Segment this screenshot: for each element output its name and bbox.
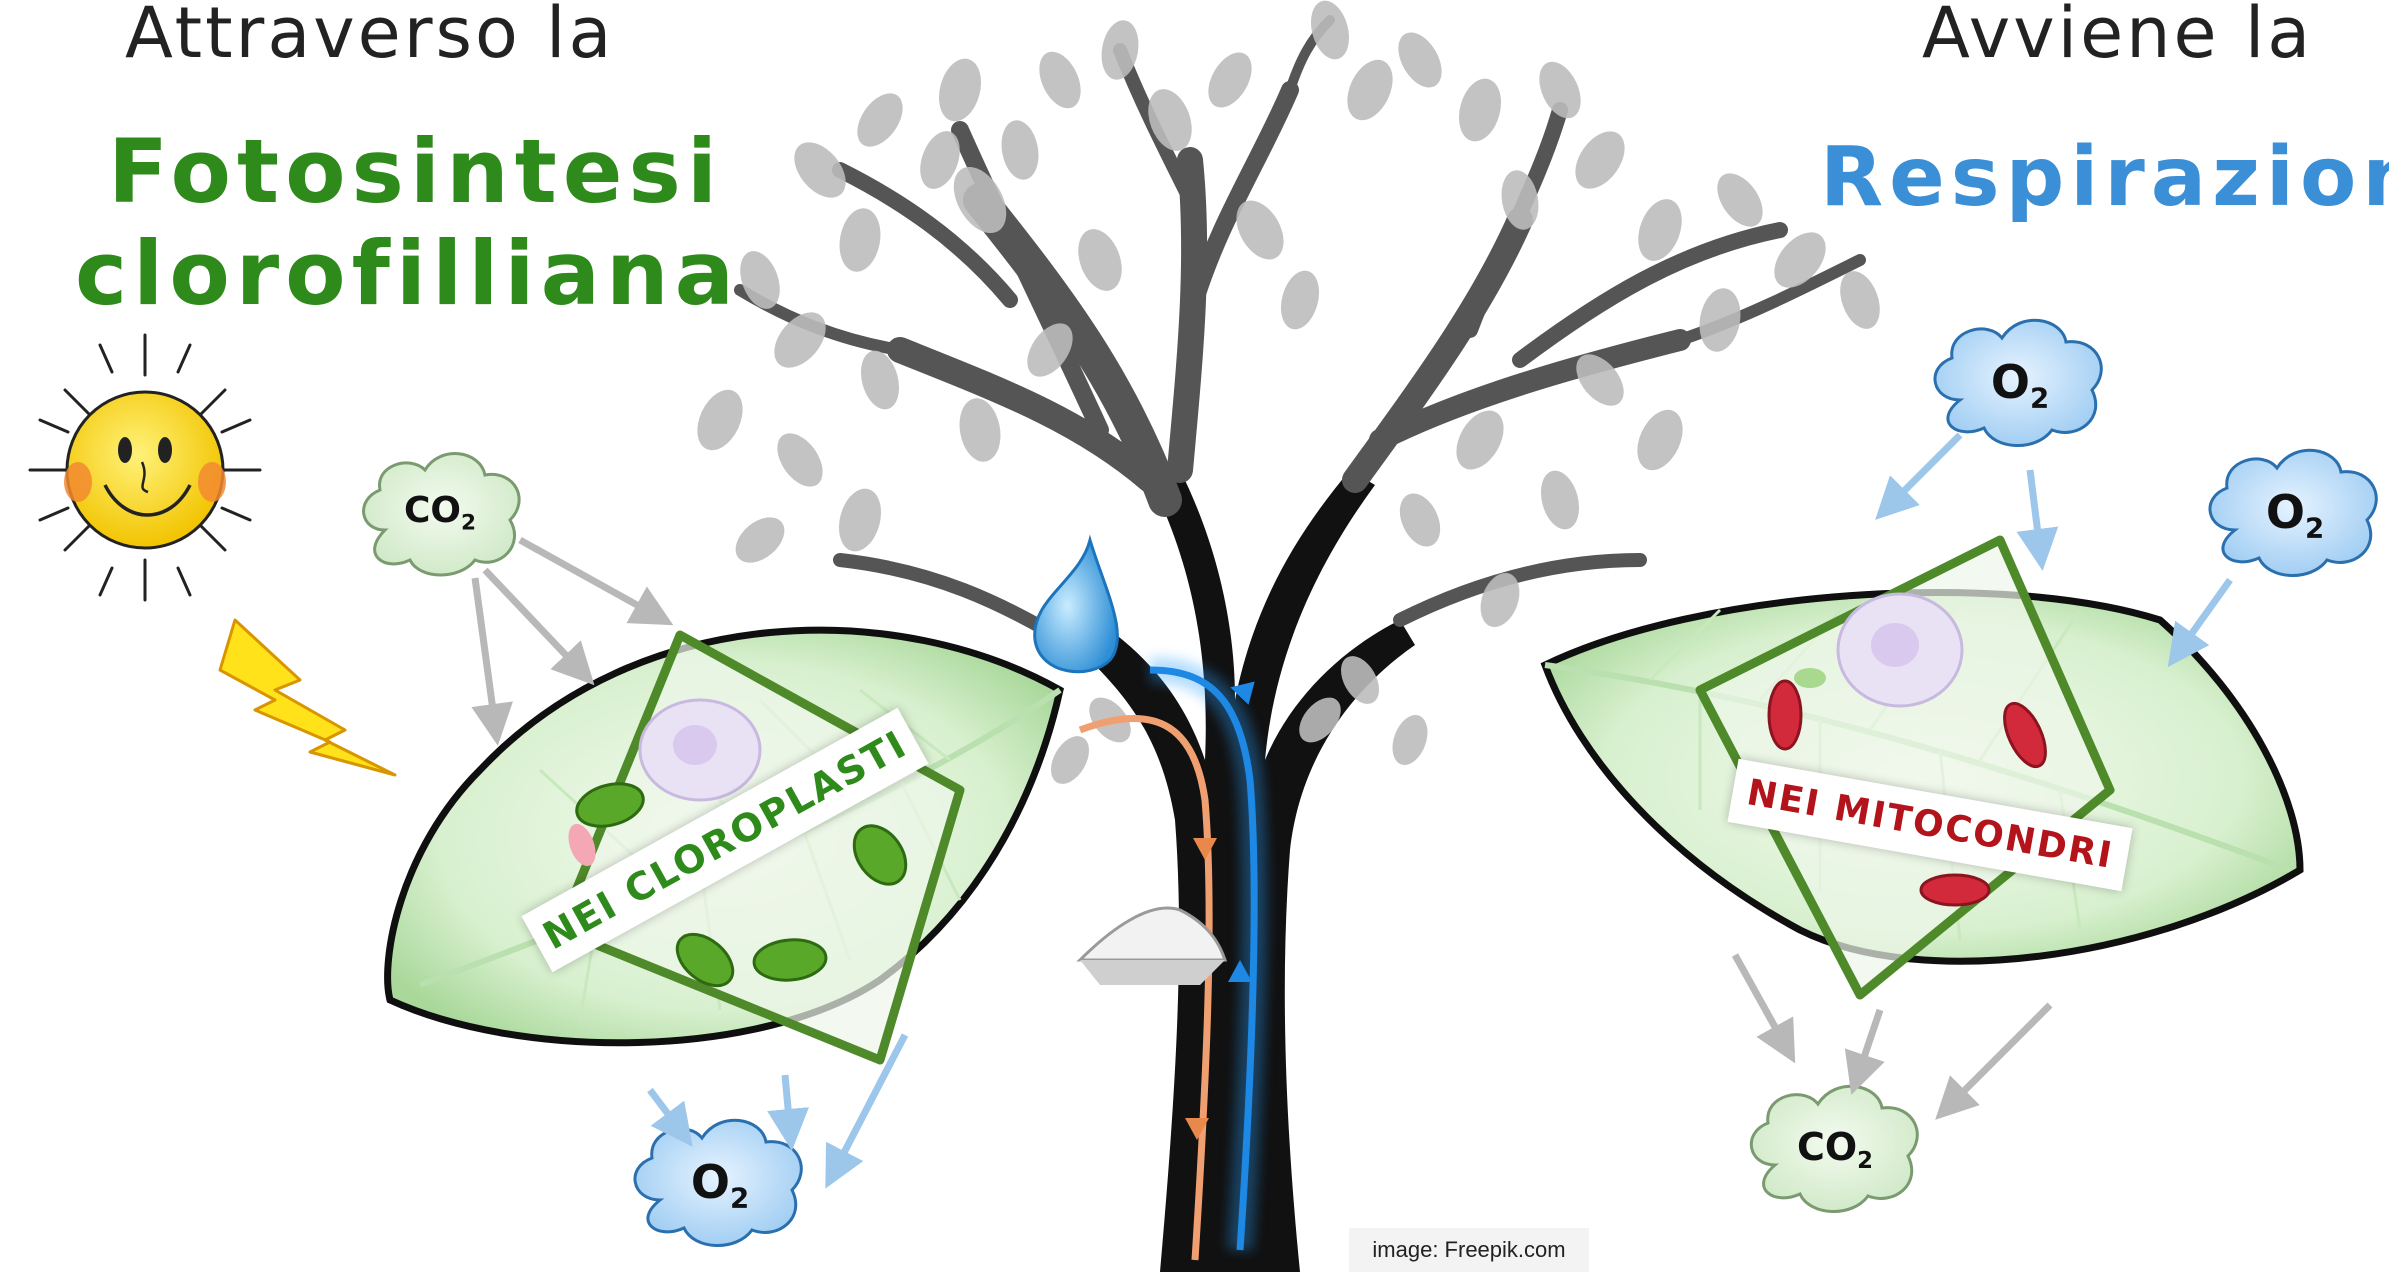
- left-process-line1: Fotosintesi: [108, 120, 724, 223]
- tree-icon: [697, 0, 1880, 1272]
- o2-right-top-label: O2: [1990, 355, 2050, 415]
- cloud-o2-right-top: [1933, 318, 2103, 447]
- right-process: Respirazion: [1820, 130, 2389, 225]
- left-process-line2: clorofilliana: [75, 222, 740, 325]
- left-intro: Attraverso la: [125, 0, 615, 74]
- co2-left-label: CO2: [403, 490, 477, 536]
- cloud-co2-left: [362, 452, 521, 577]
- water-drop-icon: [1033, 534, 1119, 674]
- cloud-o2-left: [633, 1118, 803, 1247]
- chloroplast-icon: [575, 782, 908, 988]
- o2-right-label: O2: [2265, 485, 2325, 545]
- lightning-icon: [218, 618, 397, 777]
- cloud-co2-right: [1749, 1084, 1919, 1213]
- image-credit: image: Freepik.com: [1349, 1228, 1589, 1272]
- sun-icon: [28, 333, 262, 602]
- sap-flow: [1078, 657, 1268, 1261]
- mineral-salt-icon: [1076, 906, 1228, 985]
- o2-left-label: O2: [690, 1155, 750, 1215]
- mitochondrion-icon: [1767, 679, 2047, 907]
- co2-right-label: CO2: [1796, 1125, 1874, 1174]
- cloud-o2-right: [2208, 448, 2378, 577]
- animal-cell: [1695, 535, 2115, 1000]
- arrows: [471, 432, 2233, 1189]
- right-intro: Avviene la: [1922, 0, 2314, 74]
